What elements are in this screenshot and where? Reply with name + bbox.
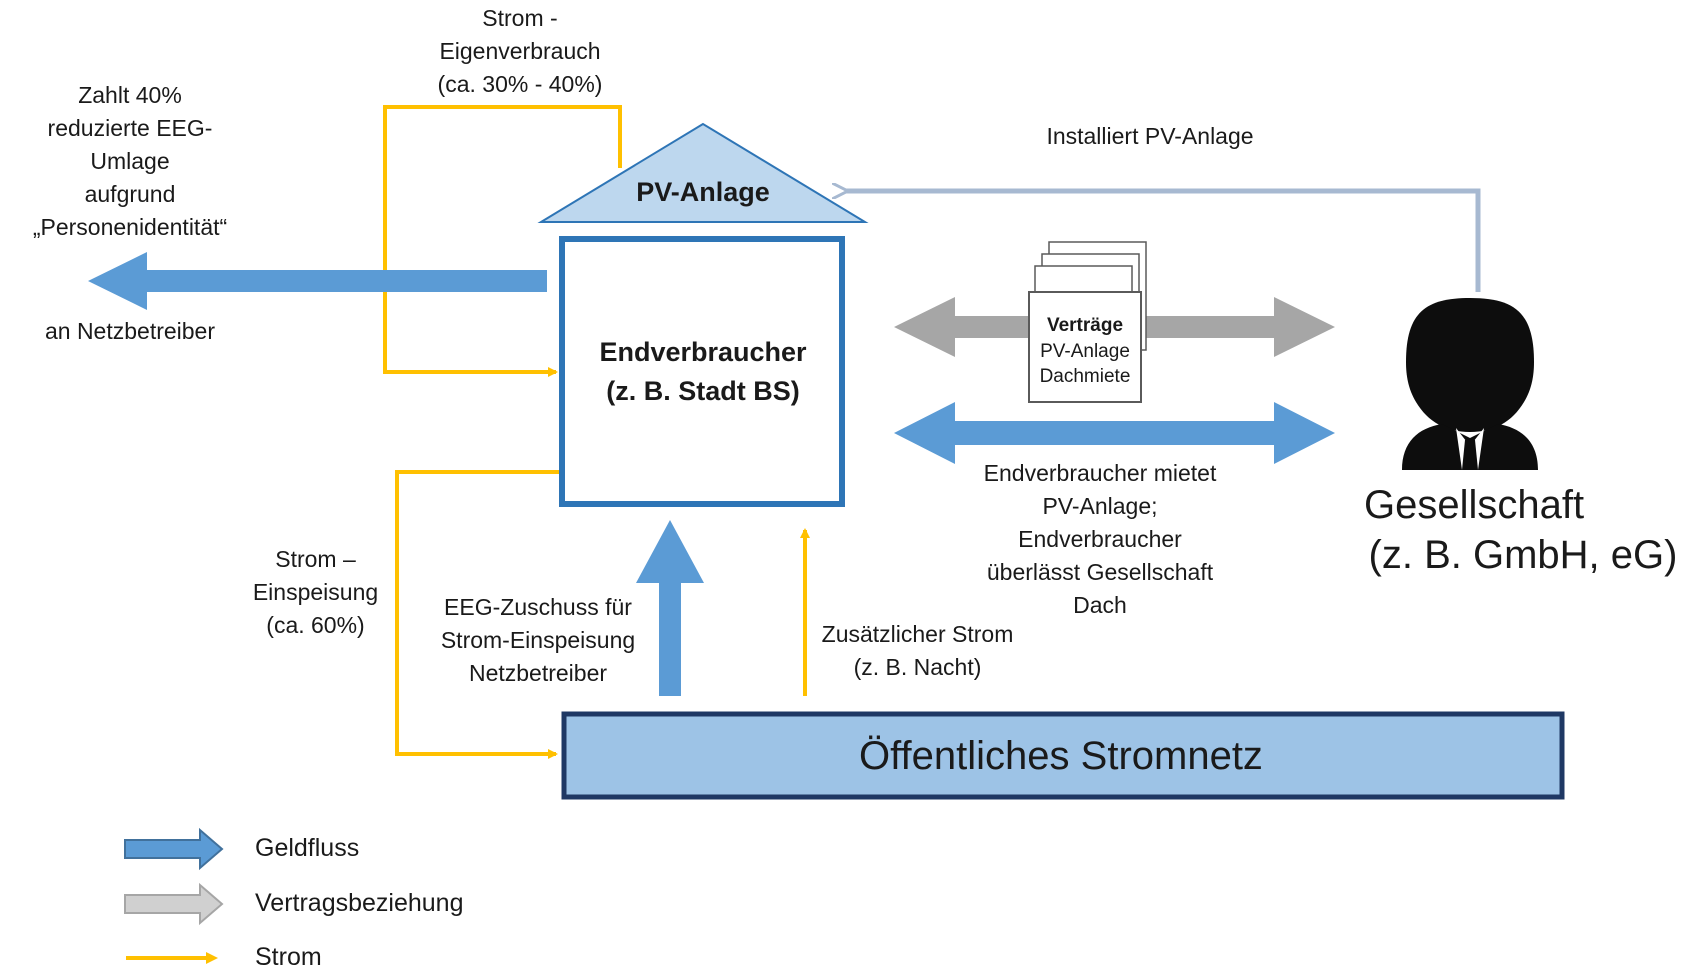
eeg-umlage-line-3: Umlage: [90, 148, 170, 174]
eigenverbrauch-line-2: Eigenverbrauch: [439, 38, 601, 64]
legend-money-label: Geldfluss: [255, 834, 360, 862]
eigenverbrauch-label: Strom - Eigenverbrauch (ca. 30% - 40%): [410, 2, 630, 101]
endverbraucher-example: (z. B. Stadt BS): [606, 376, 800, 406]
legend-contract-icon: [124, 882, 224, 926]
installiert-label: Installiert PV-Anlage: [1046, 123, 1254, 149]
vertraege-title: Verträge: [1047, 315, 1123, 336]
eeg-zuschuss-label: EEG-Zuschuss für Strom-Einspeisung Netzb…: [418, 591, 658, 690]
miete-line-2: PV-Anlage;: [1042, 493, 1158, 519]
miete-label: Endverbraucher mietet PV-Anlage; Endverb…: [955, 457, 1245, 622]
miete-line-4: überlässt Gesellschaft: [986, 559, 1214, 585]
installiert-line: [846, 191, 1481, 292]
zusaetzlich-line-2: (z. B. Nacht): [853, 654, 982, 680]
eeg-umlage-line-1: Zahlt 40%: [78, 82, 182, 108]
einspeisung-label: Strom – Einspeisung (ca. 60%): [228, 543, 403, 642]
stromnetz-label: Öffentliches Stromnetz: [859, 734, 1263, 778]
stromnetz-box: [561, 711, 1565, 800]
endverbraucher-box: [559, 236, 845, 507]
einspeisung-line: [395, 470, 560, 759]
eigenverbrauch-line: [383, 105, 622, 377]
miete-line-1: Endverbraucher mietet: [983, 460, 1217, 486]
eeg-umlage-label: Zahlt 40% reduzierte EEG- Umlage aufgrun…: [10, 79, 250, 244]
eeg-umlage-arrow: [88, 252, 547, 310]
vertraege-document-icon: Verträge PV-Anlage Dachmiete: [1028, 241, 1147, 403]
einspeisung-line-3: (ca. 60%): [266, 612, 365, 638]
eigenverbrauch-line-1: Strom -: [482, 5, 558, 31]
gesellschaft-name: Gesellschaft: [1364, 483, 1585, 527]
gesellschaft-label: Gesellschaft (z. B. GmbH, eG): [1358, 480, 1688, 580]
eeg-zuschuss-line-3: Netzbetreiber: [468, 660, 608, 686]
zusaetzlich-line-1: Zusätzlicher Strom: [821, 621, 1014, 647]
einspeisung-line-2: Einspeisung: [252, 579, 379, 605]
eeg-umlage-line-2: reduzierte EEG-: [47, 115, 213, 141]
person-icon: [1402, 298, 1538, 470]
legend-power-label: Strom: [255, 943, 322, 971]
legend-contract-label: Vertragsbeziehung: [255, 889, 464, 917]
gesellschaft-example: (z. B. GmbH, eG): [1368, 533, 1678, 577]
zusaetzlich-label: Zusätzlicher Strom (z. B. Nacht): [800, 618, 1035, 684]
eeg-umlage-line-4: aufgrund: [84, 181, 176, 207]
pv-anlage-roof: [537, 122, 869, 223]
miete-line-3: Endverbraucher: [1018, 526, 1182, 552]
legend-power-icon: [126, 952, 218, 964]
endverbraucher-name: Endverbraucher: [599, 337, 807, 367]
eeg-zuschuss-line-2: Strom-Einspeisung: [440, 627, 636, 653]
eeg-umlage-line-5: „Personenidentität“: [32, 214, 228, 240]
einspeisung-line-1: Strom –: [275, 546, 356, 572]
vertraege-line-2: Dachmiete: [1040, 366, 1131, 387]
miete-line-5: Dach: [1073, 592, 1127, 618]
pv-anlage-label: PV-Anlage: [636, 177, 770, 207]
an-netzbetreiber-label: an Netzbetreiber: [44, 318, 216, 344]
vertraege-line-1: PV-Anlage: [1040, 341, 1130, 362]
eeg-zuschuss-line-1: EEG-Zuschuss für: [444, 594, 632, 620]
eigenverbrauch-line-3: (ca. 30% - 40%): [437, 71, 603, 97]
miete-arrow: [894, 402, 1335, 464]
legend-money-icon: [124, 827, 224, 871]
eeg-zuschuss-arrow: [636, 520, 704, 696]
